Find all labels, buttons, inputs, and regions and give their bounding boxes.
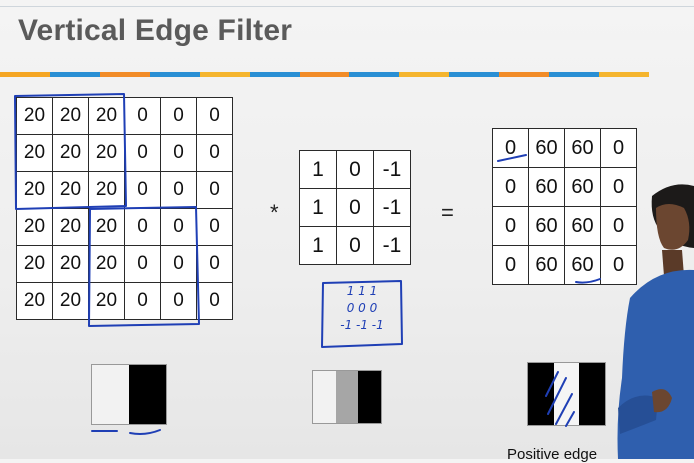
matrix-cell: 0 <box>160 208 197 246</box>
matrix-cell: 60 <box>528 167 565 207</box>
matrix-cell: -1 <box>373 226 411 265</box>
matrix-cell: 20 <box>16 171 53 209</box>
matrix-cell: 0 <box>124 97 161 135</box>
matrix-cell: 60 <box>528 245 565 285</box>
filter-sketch-row-3: -1 -1 -1 <box>340 318 384 332</box>
swatch-band <box>358 371 382 423</box>
matrix-cell: 0 <box>124 208 161 246</box>
swatch-band <box>528 363 554 425</box>
matrix-cell: 0 <box>492 245 529 285</box>
matrix-cell: 0 <box>600 128 637 168</box>
filter-sketch-text: 1 1 1 0 0 0 -1 -1 -1 <box>322 283 402 346</box>
stripe-segment <box>349 72 400 77</box>
matrix-cell: 0 <box>336 188 374 227</box>
matrix-cell: 0 <box>336 226 374 265</box>
matrix-cell: 20 <box>52 208 89 246</box>
stripe-segment <box>399 72 450 77</box>
matrix-cell: 60 <box>564 167 601 207</box>
title-stripe <box>0 72 649 77</box>
matrix-cell: 0 <box>492 206 529 246</box>
matrix-cell: 0 <box>600 206 637 246</box>
matrix-cell: 0 <box>492 167 529 207</box>
matrix-cell: 20 <box>16 245 53 283</box>
stripe-segment <box>599 72 649 77</box>
stripe-segment <box>99 72 150 77</box>
input-image-swatch <box>91 364 167 425</box>
matrix-cell: 20 <box>16 134 53 172</box>
stripe-segment <box>49 72 100 77</box>
stripe-segment <box>549 72 600 77</box>
matrix-cell: 0 <box>160 282 197 320</box>
matrix-cell: 60 <box>564 128 601 168</box>
slide-title: Vertical Edge Filter <box>18 14 293 47</box>
matrix-cell: 0 <box>196 282 233 320</box>
stripe-segment <box>0 72 50 77</box>
matrix-cell: 0 <box>124 245 161 283</box>
matrix-cell: 20 <box>16 208 53 246</box>
matrix-cell: 0 <box>124 282 161 320</box>
filter-sketch-box <box>321 280 403 348</box>
slide-top-border <box>0 6 694 7</box>
matrix-cell: 20 <box>88 134 125 172</box>
stripe-segment <box>499 72 550 77</box>
stripe-segment <box>149 72 200 77</box>
stripe-segment <box>249 72 300 77</box>
matrix-cell: -1 <box>373 188 411 227</box>
underline-zero <box>497 154 527 162</box>
convolution-operator: * <box>270 200 279 225</box>
hatch-lines <box>545 371 575 427</box>
matrix-cell: -1 <box>373 150 411 189</box>
swatch-band <box>579 363 606 425</box>
matrix-cell: 0 <box>336 150 374 189</box>
stripe-segment <box>199 72 250 77</box>
filter-sketch-row-1: 1 1 1 <box>346 284 378 298</box>
matrix-cell: 1 <box>299 226 337 265</box>
matrix-cell: 20 <box>52 171 89 209</box>
matrix-cell: 20 <box>52 282 89 320</box>
underline-sixty <box>575 278 601 284</box>
swatch-band <box>335 371 359 423</box>
equals-operator: = <box>441 200 454 225</box>
stripe-segment <box>299 72 350 77</box>
presenter-figure <box>617 184 694 459</box>
input-window-box-bottom <box>88 206 200 327</box>
swatch-band <box>313 371 336 423</box>
matrix-cell: 0 <box>600 245 637 285</box>
filter-sketch-row-2: 0 0 0 <box>346 301 378 315</box>
matrix-cell: 20 <box>16 282 53 320</box>
matrix-cell: 20 <box>88 245 125 283</box>
output-image-swatch <box>527 362 606 426</box>
swatch-band <box>92 365 129 424</box>
matrix-cell: 20 <box>52 245 89 283</box>
input-window-box-top <box>14 93 127 210</box>
swatch-band <box>129 365 166 424</box>
underline-swatch-dark <box>129 429 161 435</box>
matrix-cell: 0 <box>160 134 197 172</box>
matrix-cell: 0 <box>160 97 197 135</box>
filter-image-swatch <box>312 370 382 424</box>
matrix-cell: 20 <box>88 97 125 135</box>
matrix-cell: 60 <box>528 128 565 168</box>
matrix-cell: 0 <box>196 245 233 283</box>
stripe-segment <box>449 72 500 77</box>
matrix-cell: 20 <box>88 282 125 320</box>
matrix-cell: 0 <box>196 134 233 172</box>
matrix-cell: 1 <box>299 150 337 189</box>
